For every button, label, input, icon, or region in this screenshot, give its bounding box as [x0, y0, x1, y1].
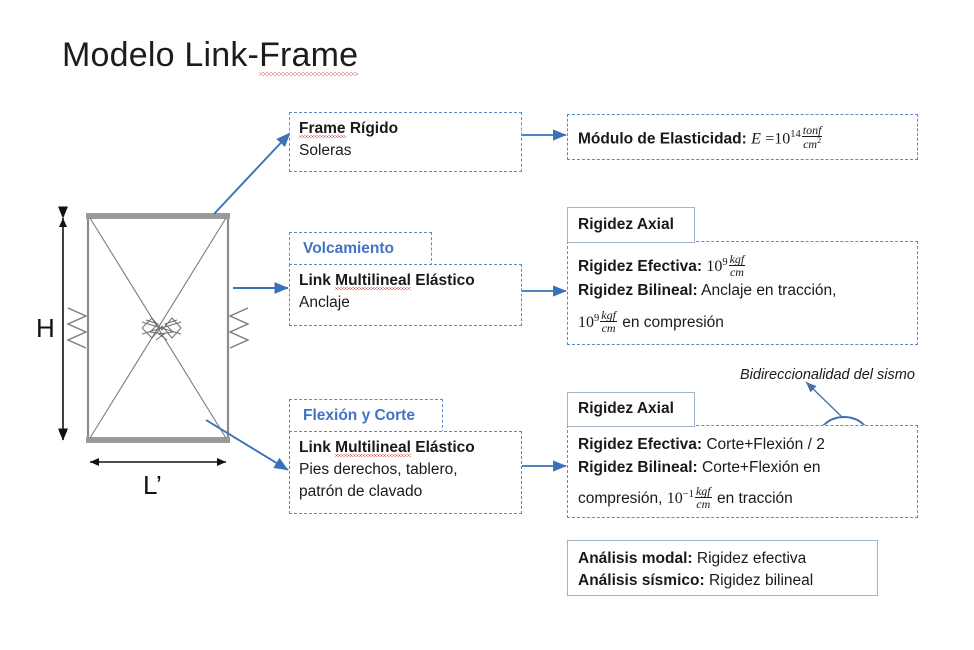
dimension-height-label: H	[36, 313, 55, 343]
link-flexion-subtitle-line2: patrón de clavado	[299, 483, 423, 500]
analisis-line1-label: Análisis modal:	[578, 550, 693, 567]
tag-label-volcamiento: Volcamiento	[303, 240, 395, 257]
box-analisis[interactable]	[567, 540, 878, 596]
link-volcamiento-subtitle: Anclaje	[299, 294, 350, 311]
rigidez-axial-1-line2-value: Anclaje en tracción,	[701, 282, 837, 299]
analisis-line1-value: Rigidez efectiva	[696, 550, 807, 567]
rigidez-axial-1-line3-den: cm	[601, 321, 616, 336]
rigidez-axial-1-line1-num: kgf	[728, 251, 746, 267]
modulo-elasticidad-exponent: 14	[790, 129, 801, 141]
frame-rigido-title-post: Rígido	[345, 120, 399, 137]
rigidez-axial-1-line3-tail: en compresión	[622, 314, 724, 332]
analisis-line2-value: Rigidez bilineal	[708, 572, 814, 589]
link-flexion-title-pre: Link	[299, 439, 336, 456]
frame-rigido-title: Frame Rígido	[299, 118, 398, 139]
link-flexion-title: Link Multilineal Elástico	[299, 437, 475, 458]
annotation-bidireccionalidad: Bidireccionalidad del sismo	[740, 367, 915, 383]
modulo-elasticidad-denominator: cm2	[803, 136, 822, 152]
rigidez-axial-1-line1-base: 10	[706, 258, 723, 276]
box-rigidez-axial-2[interactable]	[567, 425, 918, 518]
tag-box-rigidez-axial-2[interactable]	[567, 392, 695, 427]
link-volcamiento-title-post: Elástico	[410, 272, 475, 289]
rigidez-axial-1-line3-base: 10	[578, 314, 594, 332]
rigidez-axial-1-line1-label: Rigidez Efectiva:	[578, 258, 703, 276]
modulo-elasticidad-numerator: tonf	[801, 123, 823, 138]
rigidez-axial-2-line3-pre: compresión,	[578, 490, 663, 508]
modulo-elasticidad-base: 10	[774, 130, 791, 148]
rigidez-axial-2-line2: Rigidez Bilineal: Corte+Flexión en	[578, 457, 821, 478]
analisis-line2-label: Análisis sísmico:	[578, 572, 705, 589]
rigidez-axial-2-line3-exp: −1	[682, 489, 694, 500]
link-volcamiento-title-pre: Link	[299, 272, 336, 289]
rigidez-axial-2-line1: Rigidez Efectiva: Corte+Flexión / 2	[578, 434, 825, 455]
rigidez-axial-2-line2-label: Rigidez Bilineal:	[578, 459, 698, 476]
modulo-elasticidad-denominator-exp: 2	[817, 136, 822, 146]
rigidez-axial-1-line3-exp: 9	[594, 313, 600, 324]
tag-box-volcamiento[interactable]	[289, 232, 432, 266]
analisis-line1: Análisis modal: Rigidez efectiva	[578, 548, 806, 569]
rigidez-axial-1-line2-label: Rigidez Bilineal:	[578, 282, 698, 299]
dimension-height-arrow	[58, 206, 68, 441]
dimension-length-arrow	[90, 458, 226, 466]
dimension-length-label: L’	[143, 470, 162, 500]
tag-label-flexion-corte: Flexión y Corte	[303, 407, 415, 424]
wall-panel	[66, 213, 250, 443]
rigidez-axial-2-line2-value: Corte+Flexión en	[702, 459, 821, 476]
tag-label-rigidez-axial-1: Rigidez Axial	[578, 216, 674, 233]
rigidez-axial-2-line1-circled: / 2	[807, 436, 825, 453]
rigidez-axial-2-line3-num: kgf	[694, 483, 712, 499]
frame-rigido-subtitle: Soleras	[299, 142, 352, 159]
link-flexion-title-post: Elástico	[410, 439, 475, 456]
link-volcamiento-title: Link Multilineal Elástico	[299, 270, 475, 291]
rigidez-axial-2-line3-den: cm	[696, 497, 711, 512]
rigidez-axial-2-line3-tail: en tracción	[716, 490, 793, 508]
tag-box-rigidez-axial-1[interactable]	[567, 207, 695, 243]
page-title-prefix: Modelo Link-	[62, 36, 260, 74]
rigidez-axial-1-line1-den: cm	[729, 265, 744, 280]
center-link-spring	[141, 317, 182, 341]
modulo-elasticidad-symbol: E	[751, 130, 761, 148]
box-modulo-elasticidad[interactable]	[567, 114, 918, 160]
rigidez-axial-2-line1-value: Corte+Flexión	[706, 436, 804, 453]
link-flexion-subtitle-line1: Pies derechos, tablero,	[299, 461, 458, 478]
page-title: Modelo Link-Frame	[62, 36, 358, 75]
modulo-elasticidad-label: Módulo de Elasticidad:	[578, 130, 747, 148]
right-anchor-spring	[228, 307, 250, 349]
box-rigidez-axial-1[interactable]	[567, 241, 918, 345]
rigidez-axial-2-line3-base: 10	[666, 490, 683, 508]
link-flexion-misspelled-word: Multilineal	[335, 439, 411, 456]
page-title-misspelled-word: Frame	[259, 36, 359, 74]
analisis-line2: Análisis sísmico: Rigidez bilineal	[578, 570, 813, 591]
rigidez-axial-1-line1-exp: 9	[722, 257, 728, 268]
left-anchor-spring	[66, 307, 88, 349]
link-volcamiento-misspelled-word: Multilineal	[335, 272, 411, 289]
modulo-elasticidad-equals: =	[765, 130, 775, 148]
rigidez-axial-2-line1-label: Rigidez Efectiva:	[578, 436, 703, 453]
tag-label-rigidez-axial-2: Rigidez Axial	[578, 400, 674, 417]
frame-rigido-misspelled-word: Frame	[299, 120, 346, 137]
rigidez-axial-1-line2: Rigidez Bilineal: Anclaje en tracción,	[578, 280, 836, 301]
rigidez-axial-1-line3-num: kgf	[600, 307, 617, 323]
